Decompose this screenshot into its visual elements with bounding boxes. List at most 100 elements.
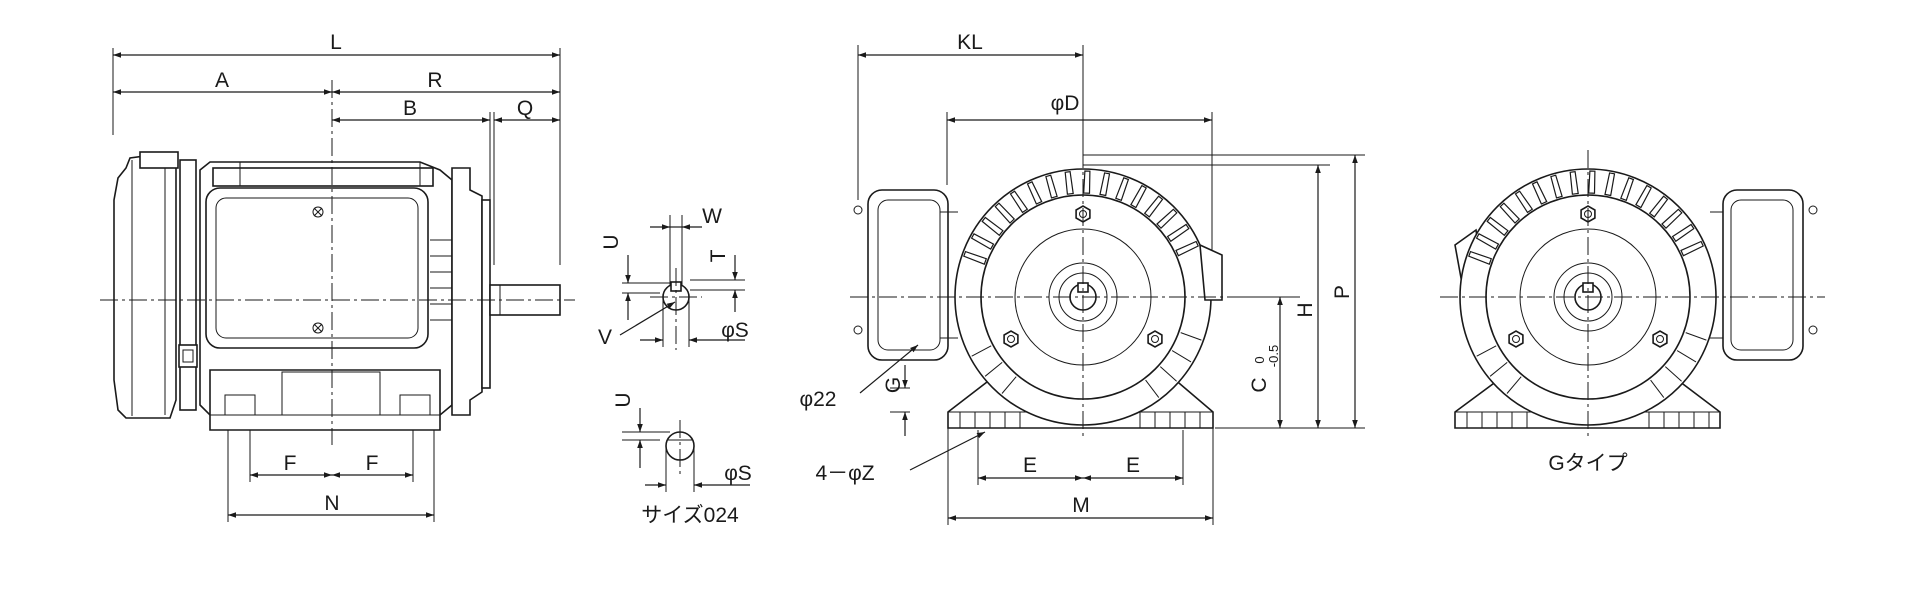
cooling-fin xyxy=(1486,216,1509,237)
label-V: V xyxy=(598,326,612,349)
cooling-fin xyxy=(1531,181,1548,205)
cooling-fin xyxy=(1180,332,1202,341)
label-P: P xyxy=(1331,285,1354,299)
cooling-fin xyxy=(971,345,992,357)
g-type-view: Gタイプ xyxy=(1440,150,1825,475)
label-T: T xyxy=(707,249,730,262)
cooling-fin xyxy=(1115,177,1130,202)
cooling-fin xyxy=(1506,376,1522,394)
label-S-024: φS xyxy=(724,462,752,485)
cooling-fin xyxy=(1475,232,1500,250)
label-C: C xyxy=(1248,377,1271,392)
cooling-fin xyxy=(1685,332,1707,341)
conduit-box xyxy=(867,189,949,361)
cooling-fin xyxy=(1145,379,1160,398)
label-L: L xyxy=(330,31,342,54)
side-view: L A R B Q F F N xyxy=(100,31,575,522)
bolt-head xyxy=(1003,330,1019,348)
terminal-box-screw-top xyxy=(312,206,324,218)
cooling-fin xyxy=(1514,190,1534,214)
cooling-fin xyxy=(1009,190,1029,214)
bolt-head xyxy=(1147,330,1163,348)
leader-V xyxy=(619,301,676,336)
leader-4-phiZ xyxy=(909,431,986,471)
cooling-fin xyxy=(1648,195,1669,218)
label-Q: Q xyxy=(517,97,533,120)
cooling-fin xyxy=(1676,350,1697,363)
cooling-fin xyxy=(1588,170,1596,194)
cooling-fin xyxy=(1499,202,1521,224)
fan-cover xyxy=(113,153,177,419)
cooling-fin xyxy=(1664,366,1682,382)
end-bracket xyxy=(451,167,483,416)
cooling-fin xyxy=(984,362,1003,377)
label-KL: KL xyxy=(957,31,983,54)
label-M: M xyxy=(1072,494,1090,517)
leader-phi22 xyxy=(859,344,919,394)
cooling-fin xyxy=(994,202,1016,224)
label-D: φD xyxy=(1051,92,1080,115)
label-B: B xyxy=(403,97,417,120)
cooling-fin xyxy=(1083,170,1091,194)
cooling-fin xyxy=(1099,172,1111,197)
label-U: U xyxy=(600,234,623,249)
caption-g-type: Gタイプ xyxy=(1548,452,1627,475)
cooling-fin xyxy=(1156,208,1178,230)
cooling-fin xyxy=(1550,174,1563,199)
terminal-box-screw-bottom xyxy=(312,322,324,334)
g-type-foot-fins xyxy=(1466,412,1710,428)
cooling-fin xyxy=(1604,172,1616,197)
label-C-tol-lower: -0.5 xyxy=(1266,345,1281,367)
end-shield-bolts xyxy=(1003,205,1163,348)
label-E-left: E xyxy=(1023,454,1037,477)
cooling-fin xyxy=(1476,345,1497,357)
cooling-fin xyxy=(1635,184,1653,209)
cooling-fin xyxy=(1671,223,1695,243)
label-E-right: E xyxy=(1126,454,1140,477)
cooling-fin xyxy=(1143,195,1164,218)
cooling-fin xyxy=(1001,376,1017,394)
cooling-fin xyxy=(1159,366,1177,382)
g-type-housing-fins xyxy=(1468,170,1707,398)
cooling-fin xyxy=(1468,250,1493,265)
label-R: R xyxy=(427,69,442,92)
cooling-fin xyxy=(1650,379,1665,398)
g-type-conduit-box xyxy=(1722,189,1804,361)
cooling-fin xyxy=(970,232,995,250)
housing-fins xyxy=(963,170,1202,398)
cooling-fin xyxy=(1661,208,1683,230)
bolt-head xyxy=(1508,330,1524,348)
label-W: W xyxy=(702,205,722,228)
terminal-box xyxy=(205,187,429,349)
shaft-detail-024: U φS サイズ024 xyxy=(612,392,752,527)
label-N: N xyxy=(324,492,339,515)
front-view: KL φD H P C 0 -0.5 G E E M φ22 4－φZ xyxy=(800,31,1365,525)
label-H: H xyxy=(1294,302,1317,317)
cooling-fin xyxy=(1045,174,1058,199)
cooling-fin xyxy=(981,216,1004,237)
label-4-phiZ: 4－φZ xyxy=(815,462,874,485)
bolt-center xyxy=(1656,335,1664,343)
cooling-fin xyxy=(963,250,988,265)
motor-feet xyxy=(209,369,441,431)
foot-fins xyxy=(959,412,1201,428)
cooling-fin xyxy=(1175,240,1199,257)
label-F-left: F xyxy=(284,452,297,475)
label-A: A xyxy=(215,69,229,92)
cooling-fin xyxy=(1569,171,1579,195)
cooling-fin xyxy=(1130,184,1148,209)
cooling-fin xyxy=(1166,223,1190,243)
cooling-fin xyxy=(1064,171,1074,195)
label-phi22: φ22 xyxy=(800,388,837,411)
caption-size-024: サイズ024 xyxy=(641,504,739,527)
cooling-fin xyxy=(1620,177,1635,202)
label-S: φS xyxy=(721,319,749,342)
bolt-center xyxy=(1512,335,1520,343)
conduit-box-screws xyxy=(853,205,863,335)
terminal-box-small xyxy=(178,344,198,368)
label-F-right: F xyxy=(366,452,379,475)
shaft-detail: W U T V φS xyxy=(598,205,749,350)
label-G: G xyxy=(882,377,905,393)
bolt-center xyxy=(1151,335,1159,343)
